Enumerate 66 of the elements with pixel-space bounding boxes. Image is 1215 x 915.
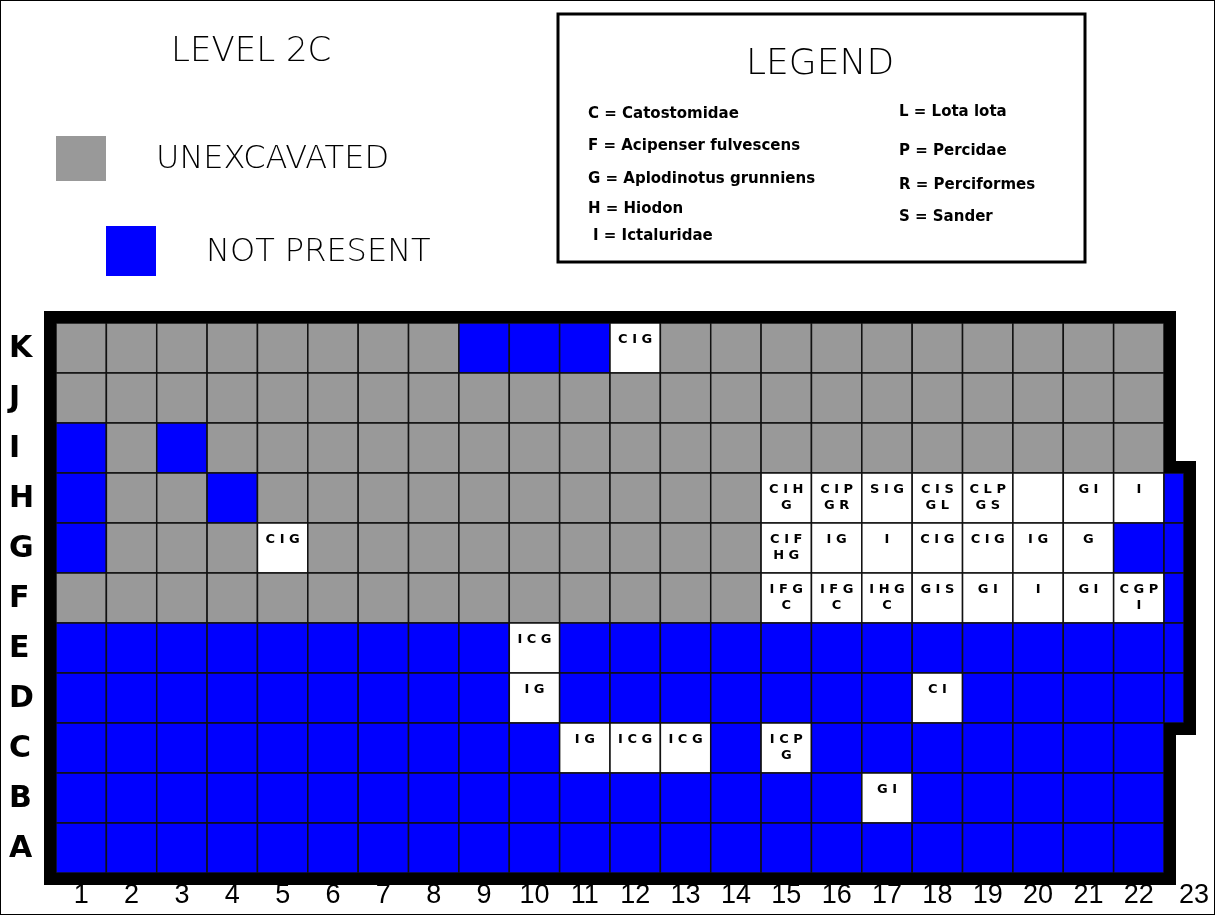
taxa-code: I G: [523, 681, 546, 697]
taxa-code: C I S G L: [919, 481, 955, 513]
taxa-code: I C G: [516, 631, 553, 647]
taxa-code: C I P G R: [819, 481, 855, 513]
column-number: 18: [922, 879, 953, 910]
column-number: 14: [720, 879, 751, 910]
legend-key-text: R = Perciformes: [899, 175, 1036, 193]
taxa-code: I C P G: [768, 731, 804, 763]
taxa-code: I G: [573, 731, 596, 747]
taxa-code: I G: [825, 531, 848, 547]
row-letter: C: [9, 729, 32, 764]
taxa-code: I: [883, 531, 891, 547]
column-number: 23: [1179, 879, 1210, 910]
legend-key-text: F = Acipenser fulvescens: [588, 136, 801, 154]
legend-key-text: S = Sander: [899, 207, 993, 225]
legend-key-text: C = Catostomidae: [588, 104, 739, 122]
legend-key-text: P = Percidae: [899, 141, 1007, 159]
taxa-code: C I: [926, 681, 948, 697]
taxa-code: I C G: [617, 731, 654, 747]
row-letter: A: [9, 829, 33, 864]
legend-text: UNEXCAVATED: [156, 138, 389, 176]
taxa-code: G I: [976, 581, 999, 597]
taxa-code: G I: [1077, 581, 1100, 597]
taxa-code: I: [1135, 481, 1143, 497]
taxa-code: I F G C: [818, 581, 855, 613]
row-letter: I: [9, 429, 21, 464]
row-letter: D: [9, 679, 34, 714]
taxa-code: C G P I: [1118, 581, 1160, 613]
level-title: LEVEL 2C: [171, 29, 332, 69]
taxa-code: I C G: [667, 731, 704, 747]
taxa-code: C I H G: [768, 481, 805, 513]
legend-key-text: L = Lota lota: [899, 102, 1007, 120]
column-number: 9: [476, 879, 492, 910]
legend-text: NOT PRESENT: [206, 231, 431, 269]
taxa-code: G I: [1077, 481, 1100, 497]
legend-key-text: I = Ictaluridae: [593, 226, 713, 244]
taxa-code: I: [1034, 581, 1042, 597]
legend-heading: LEGEND: [746, 41, 895, 82]
taxa-code: C I F H G: [769, 531, 804, 563]
row-letter: J: [9, 379, 21, 414]
taxa-code: C I G: [969, 531, 1006, 547]
row-letter: F: [9, 579, 30, 614]
taxa-code: C L P G S: [968, 481, 1007, 513]
taxa-code: G: [1082, 531, 1095, 547]
row-letter: H: [9, 479, 35, 514]
row-letter: G: [9, 529, 34, 564]
taxa-code: C I G: [617, 331, 654, 347]
column-number: 6: [325, 879, 341, 910]
taxa-code: I G: [1027, 531, 1050, 547]
taxa-code: I F G C: [768, 581, 804, 613]
column-number: 4: [224, 879, 240, 910]
taxa-code: C I G: [264, 531, 301, 547]
taxa-code: I H G C: [868, 581, 906, 613]
taxa-code: S I G: [869, 481, 905, 497]
row-letter: K: [9, 329, 33, 364]
column-number: 11: [570, 879, 599, 910]
legend-key-text: H = Hiodon: [588, 199, 684, 217]
legend-key-text: G = Aplodinotus grunniens: [588, 169, 816, 187]
column-number: 19: [972, 879, 1003, 910]
taxa-code: C I G: [919, 531, 956, 547]
taxa-code: G I S: [919, 581, 956, 597]
column-number: 16: [821, 879, 852, 910]
column-number: 1: [73, 879, 89, 910]
row-letter: B: [9, 779, 32, 814]
row-letter: E: [9, 629, 30, 664]
taxa-code: G I: [875, 781, 898, 797]
